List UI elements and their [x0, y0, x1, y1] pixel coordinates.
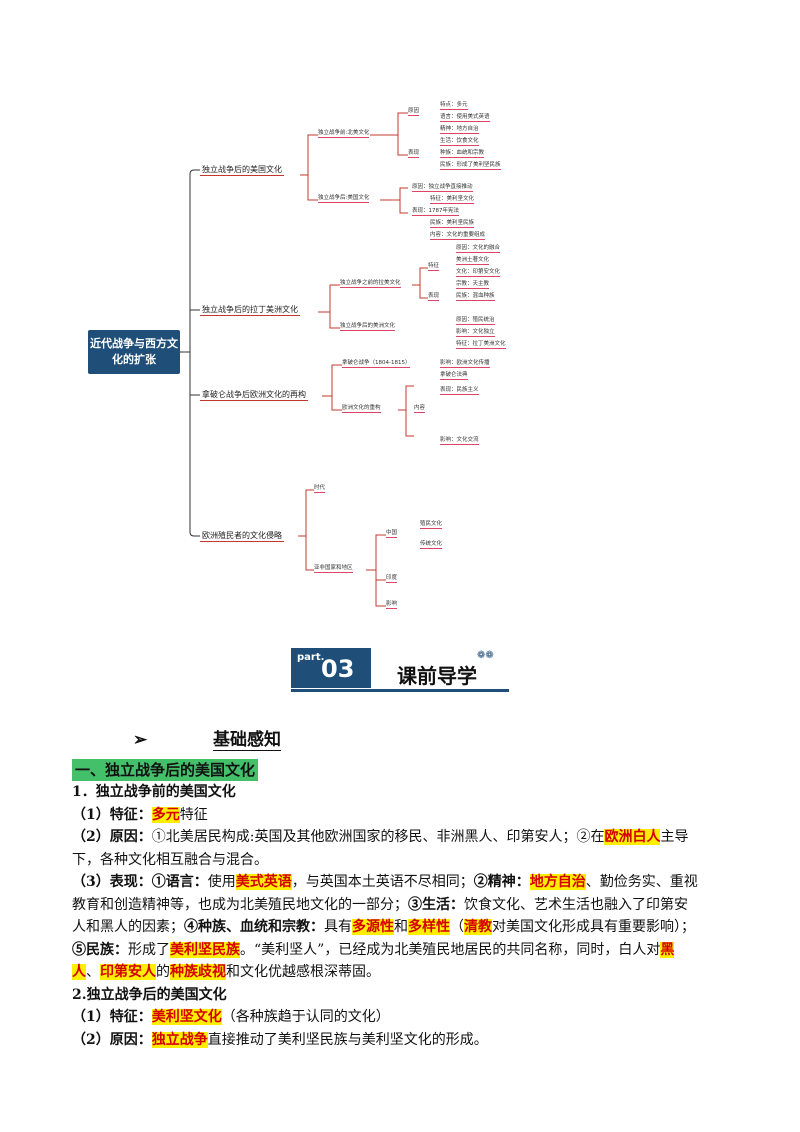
leaf: 殖民文化 — [420, 521, 443, 529]
sub-post-war: 独立战争后:美国文化 — [318, 195, 370, 203]
leaf: 影响：文化独立 — [456, 329, 495, 337]
branch-colonial: 欧洲殖民者的文化侵略 — [200, 531, 284, 542]
leaf: 中国 — [386, 530, 398, 538]
banner-part: part. — [297, 652, 325, 663]
section-body: 1．独立战争前的美国文化 （1）特征：多元特征 （2）原因：①北美居民构成:英国… — [72, 781, 732, 1051]
paragraph: （3）表现：①语言：使用美式英语，与英国本土英语不尽相同；②精神：地方自治、勤俭… — [72, 874, 698, 890]
section-heading: 一、独立战争后的美国文化 — [72, 759, 259, 781]
sub-pre-war: 独立战争前:北美文化 — [318, 130, 370, 138]
leaf: 表现：民族主义 — [440, 387, 479, 395]
basic-heading: ➢ 基础感知 — [133, 725, 281, 751]
branch-latin-america: 独立战争后的拉丁美洲文化 — [200, 305, 300, 316]
leaf: 精神：地方自治 — [440, 126, 479, 134]
leaf: 表现：1787年宪法 — [412, 208, 459, 216]
leaf: 种族：血统和宗教 — [440, 150, 485, 158]
leaf: 原因：独立战争直接推动 — [412, 184, 473, 192]
leaf: 特征：拉丁美洲文化 — [456, 341, 506, 349]
sub-napoleon: 拿破仑战争（1804-1815） — [342, 360, 411, 368]
flower-icon: ❁❁ — [477, 650, 494, 661]
banner-underline — [291, 689, 509, 692]
sub-asia-africa: 亚非国家和地区 — [314, 565, 353, 573]
leaf: 拿破仑法典 — [440, 372, 468, 380]
paragraph: 下，各种文化相互融合与混合。 — [72, 851, 268, 868]
section-banner: part. 03 课前导学 ❁❁ — [291, 648, 511, 692]
branch-us-culture: 独立战争后的美国文化 — [200, 165, 284, 176]
subsection-title: 2.独立战争后的美国文化 — [72, 986, 227, 1003]
leaf: 文化：印第安文化 — [456, 269, 501, 277]
paragraph: 人、印第安人的种族歧视和文化优越感根深蒂固。 — [72, 964, 380, 980]
banner-title: 课前导学 — [397, 664, 477, 688]
basic-title: 基础感知 — [213, 730, 281, 751]
leaf: 原因 — [408, 108, 420, 116]
branch-europe: 拿破仑战争后欧洲文化的再构 — [200, 390, 308, 401]
leaf: 特征 — [428, 263, 440, 271]
banner-block — [291, 648, 371, 688]
leaf: 印度 — [386, 575, 398, 583]
sub-era: 时代 — [314, 485, 326, 493]
leaf: 民族：美利坚民族 — [430, 220, 475, 228]
paragraph: （1）特征：美利坚文化（各种族趋于认同的文化） — [72, 1009, 390, 1025]
leaf: 特征：美利坚文化 — [430, 196, 475, 204]
paragraph: 教育和创造精神等，也成为北美殖民地文化的一部分；③生活：饮食文化、艺术生活也融入… — [72, 896, 688, 913]
paragraph: （2）原因：①北美居民构成:英国及其他欧洲国家的移民、非洲黑人、印第安人；②在欧… — [72, 829, 689, 845]
leaf: 民族：形成了美利坚民族 — [440, 162, 501, 170]
leaf: 影响 — [386, 601, 398, 609]
arrow-icon: ➢ — [133, 730, 148, 750]
sub-europe-rebuild: 欧洲文化的重构 — [342, 405, 381, 413]
paragraph: （1）特征：多元特征 — [72, 806, 208, 823]
leaf: 内容 — [414, 405, 426, 413]
leaf: 原因：文化的融合 — [456, 245, 501, 253]
paragraph: （2）原因：独立战争直接推动了美利坚民族与美利坚文化的形成。 — [72, 1031, 488, 1048]
banner-number: 03 — [321, 655, 355, 683]
sub-latin-pre: 独立战争之前的拉美文化 — [340, 280, 401, 288]
leaf: 影响：欧洲文化传播 — [440, 360, 490, 368]
paragraph: 人和黑人的因素；④种族、血统和宗教：具有多源性和多样性（清教对美国文化形成具有重… — [72, 919, 695, 935]
leaf: 传统文化 — [420, 541, 443, 549]
leaf: 特点：多元 — [440, 102, 468, 110]
leaf: 影响：文化交流 — [440, 437, 479, 445]
leaf: 美洲土著文化 — [456, 257, 490, 265]
leaf: 内容：文化的重要组成 — [430, 232, 486, 240]
leaf: 表现 — [428, 293, 440, 301]
leaf: 民族：混血种族 — [456, 293, 495, 301]
leaf: 宗教：天主教 — [456, 281, 490, 289]
paragraph: ⑤民族：形成了美利坚民族。“美利坚人”，已经成为北美殖民地居民的共同名称，同时，… — [72, 941, 675, 958]
leaf: 原因：殖民统治 — [456, 317, 495, 325]
mind-map-connectors — [180, 112, 428, 607]
leaf: 生活：饮食文化 — [440, 138, 479, 146]
leaf: 表现 — [408, 150, 420, 158]
subsection-title: 1．独立战争前的美国文化 — [72, 784, 236, 800]
mind-map-root: 近代战争与西方文化的扩张 — [88, 330, 180, 374]
sub-latin-post: 独立战争后的美洲文化 — [340, 323, 396, 331]
leaf: 语言：使用美式英语 — [440, 114, 490, 122]
mind-map: 近代战争与西方文化的扩张 独立战争后的美国文化 独立战争后的拉丁美洲文化 拿破仑… — [88, 102, 506, 609]
